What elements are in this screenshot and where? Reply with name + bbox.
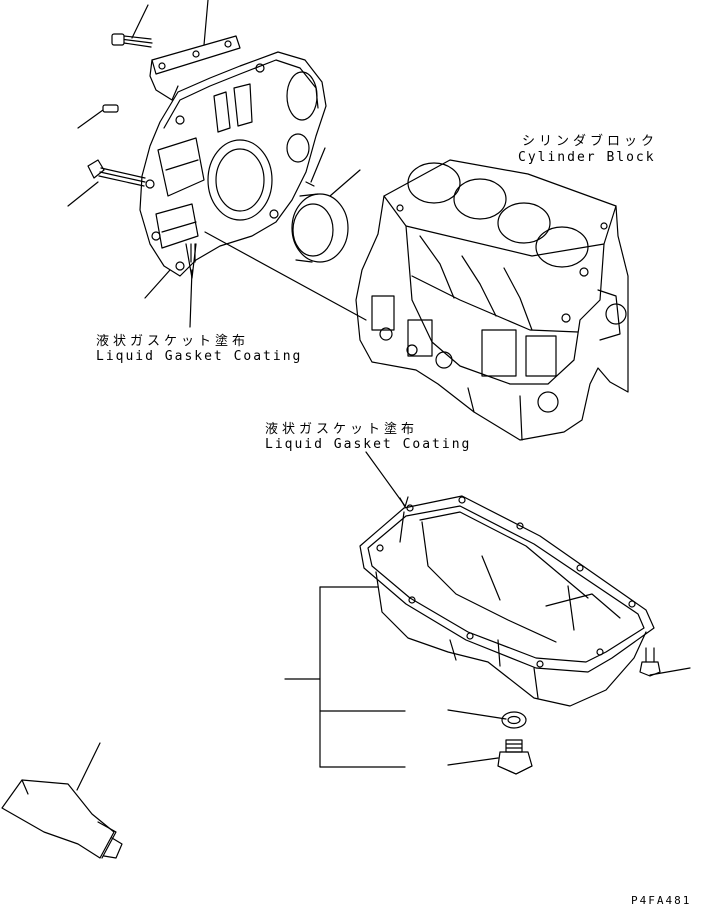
dowel-pin <box>102 104 119 113</box>
cylinder-block <box>355 159 629 441</box>
leader-lines <box>67 0 691 791</box>
bracket-plate <box>149 35 241 101</box>
gasket-coating-label-jp-upper: 液状ガスケット塗布 <box>96 334 250 349</box>
oil-pan <box>359 495 655 707</box>
liquid-gasket-tube <box>1 779 123 859</box>
drain-plug-washer <box>501 711 527 729</box>
drain-plug <box>497 739 533 775</box>
flywheel-housing <box>139 51 327 279</box>
flange-bolt-left <box>87 159 146 187</box>
drawing-code: P4FA481 <box>631 894 692 907</box>
oil-seal <box>291 181 349 263</box>
gasket-coating-label-en-upper: Liquid Gasket Coating <box>96 349 303 364</box>
cylinder-block-label-en: Cylinder Block <box>518 150 656 165</box>
flange-bolt-top <box>111 33 153 48</box>
gasket-coating-label-en-lower: Liquid Gasket Coating <box>265 437 472 452</box>
cylinder-block-label-jp: シリンダブロック <box>522 134 659 149</box>
gasket-coating-label-jp-lower: 液状ガスケット塗布 <box>265 422 419 437</box>
oil-pan-bolt <box>639 647 661 677</box>
gasket-coating-mark <box>190 243 196 263</box>
